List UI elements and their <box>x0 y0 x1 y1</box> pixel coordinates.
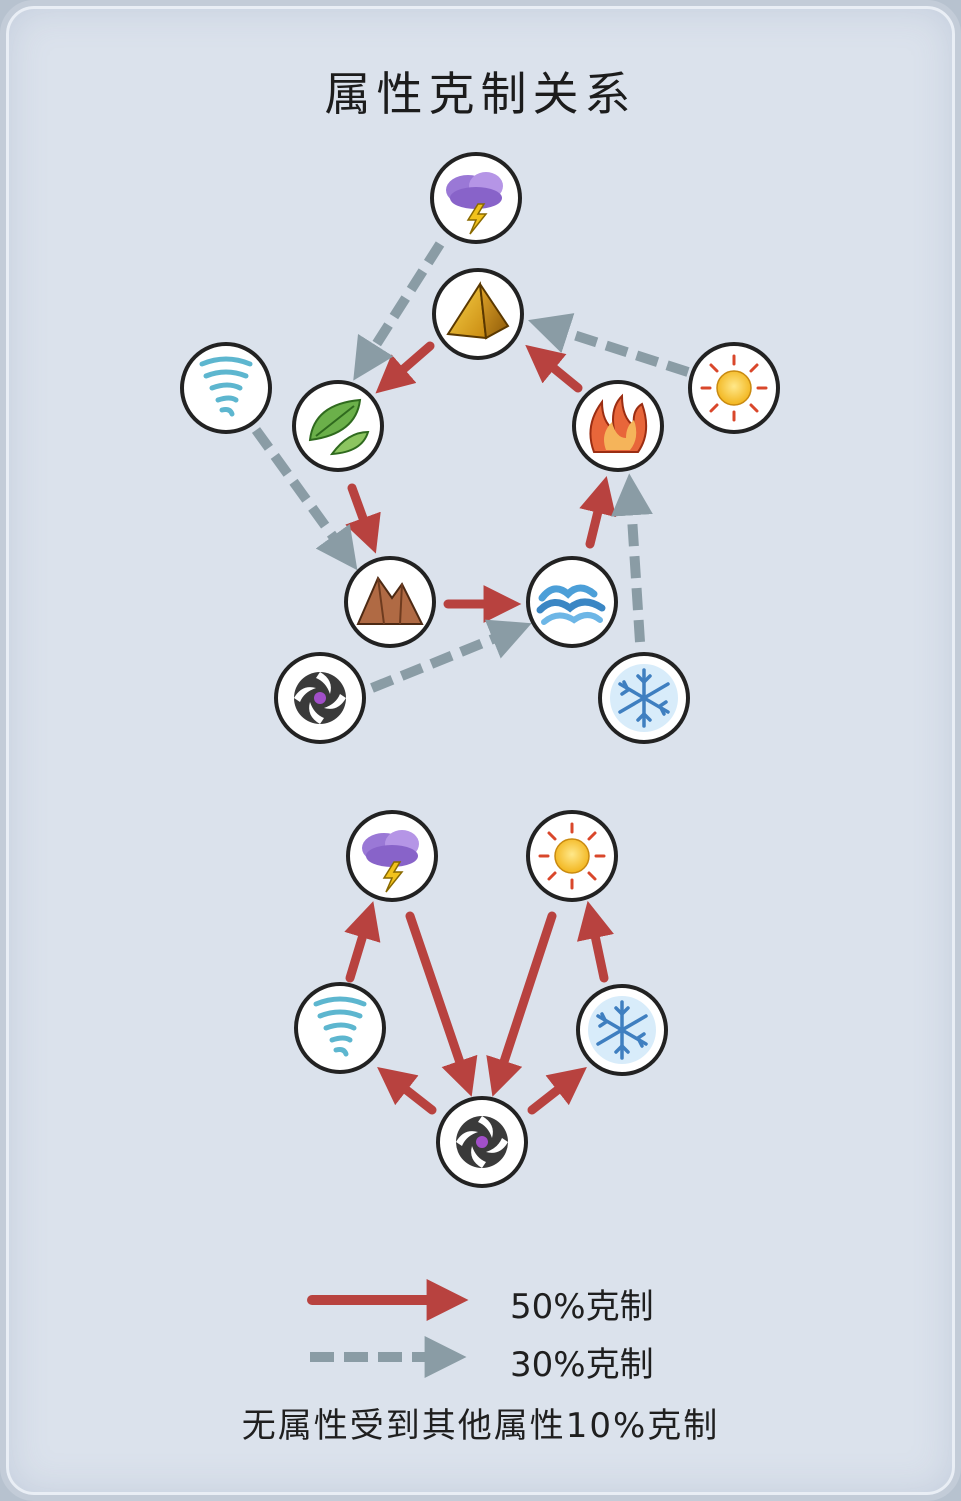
sun-icon <box>700 354 768 422</box>
top-arrows <box>251 241 690 693</box>
node-ice-top <box>598 652 690 744</box>
no-attribute-note: 无属性受到其他属性10%克制 <box>241 1406 720 1446</box>
sun-icon <box>538 822 606 890</box>
node-fire <box>572 380 664 472</box>
wave-icon <box>536 584 606 625</box>
leaf-icon <box>308 398 370 456</box>
arrow-dark-to-wind <box>377 1067 437 1115</box>
snowflake-icon <box>618 668 670 728</box>
node-dark-bottom <box>436 1096 528 1188</box>
node-wind-bottom <box>294 982 386 1074</box>
node-light-bottom <box>526 810 618 902</box>
arrow-dark-to-water <box>370 619 532 693</box>
vortex-icon <box>294 672 346 724</box>
flame-icon <box>589 393 648 453</box>
node-mountain <box>344 556 436 648</box>
arrow-light-to-earth <box>528 313 690 377</box>
node-thunder-bottom <box>346 810 438 902</box>
thunder-cloud-icon <box>362 830 419 893</box>
node-water <box>526 556 618 648</box>
arrow-dark-to-ice <box>527 1067 587 1115</box>
arrow-ice-to-light <box>577 900 614 983</box>
node-dark-top <box>274 652 366 744</box>
arrow-thunder-to-wood <box>353 241 445 381</box>
node-light-top <box>688 342 780 434</box>
node-ice-bottom <box>576 984 668 1076</box>
arrow-earth-to-wood <box>375 341 435 394</box>
arrow-fire-to-earth <box>525 344 583 393</box>
mountain-icon <box>356 575 424 625</box>
arrow-water-to-fire <box>579 475 617 549</box>
bottom-arrows <box>344 900 614 1115</box>
arrow-wind-to-mountain <box>251 427 358 571</box>
page-title: 属性克制关系 <box>324 67 637 121</box>
legend-strong-label: 50%克制 <box>510 1287 654 1327</box>
tornado-icon <box>313 996 367 1057</box>
legend-weak-label: 30%克制 <box>510 1345 654 1385</box>
arrow-wind-to-thunder <box>344 901 381 983</box>
thunder-cloud-icon <box>446 172 503 235</box>
arrow-wood-to-mountain <box>345 483 381 554</box>
arrow-thunder-to-dark <box>405 911 478 1097</box>
node-earth <box>432 268 524 360</box>
node-wind-top <box>180 342 272 434</box>
node-thunder-top <box>430 152 522 244</box>
arrow-ice-to-fire <box>610 473 653 643</box>
snowflake-icon <box>596 1000 648 1060</box>
tornado-icon <box>199 356 253 417</box>
arrow-light-to-dark <box>486 911 557 1097</box>
vortex-icon <box>456 1116 508 1168</box>
golden-pyramid-icon <box>446 281 510 340</box>
node-wood <box>292 380 384 472</box>
